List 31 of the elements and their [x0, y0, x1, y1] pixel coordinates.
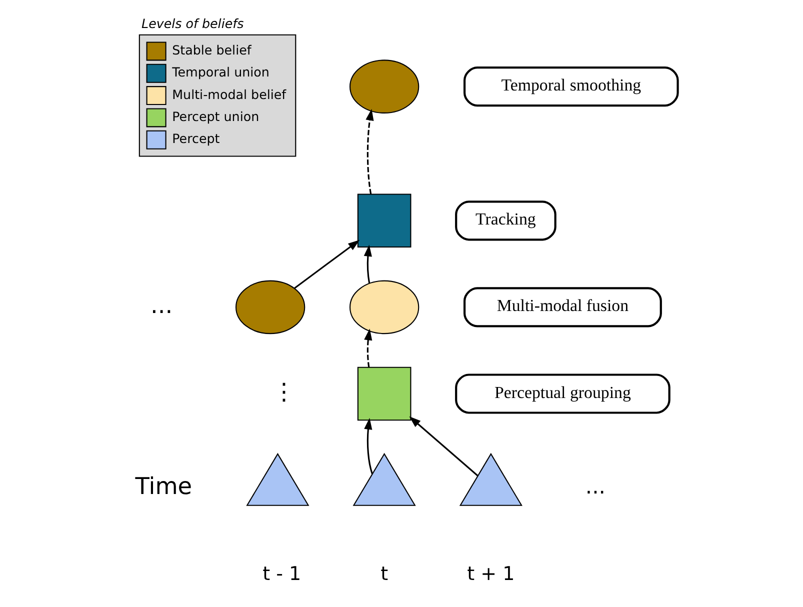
node-box: Temporal smoothing: [463, 66, 678, 107]
legend-label: Percept: [172, 131, 220, 146]
label: t + 1: [466, 562, 514, 585]
label: t: [380, 562, 388, 585]
label: t - 1: [262, 562, 301, 585]
arrow: [365, 108, 374, 194]
arrow: [363, 244, 372, 284]
node-box: [356, 366, 411, 421]
node-triangle: [246, 452, 309, 506]
node-ellipse: [348, 60, 419, 114]
label: ...: [150, 292, 172, 320]
arrow: [294, 240, 360, 289]
node-box: [356, 194, 411, 248]
node-box: Perceptual grouping: [454, 374, 670, 414]
node-box: Multi-modal fusion: [463, 287, 662, 328]
node-triangle: [458, 452, 522, 506]
legend-label: Temporal union: [172, 64, 269, 80]
node-ellipse: [234, 280, 305, 334]
node-ellipse: [348, 280, 419, 334]
legend-label: Percept union: [172, 108, 259, 124]
arrow: [408, 416, 478, 476]
label: ...: [584, 474, 606, 499]
arrow: [364, 418, 373, 474]
label: Levels of beliefs: [141, 16, 244, 32]
legend-label: Stable belief: [172, 42, 251, 58]
node-box: Tracking: [454, 200, 556, 241]
legend-label: Multi-modal belief: [172, 86, 286, 102]
node-triangle: [352, 452, 416, 506]
label: Time: [134, 473, 192, 500]
label: ⋮: [272, 378, 296, 406]
arrow: [364, 328, 372, 368]
